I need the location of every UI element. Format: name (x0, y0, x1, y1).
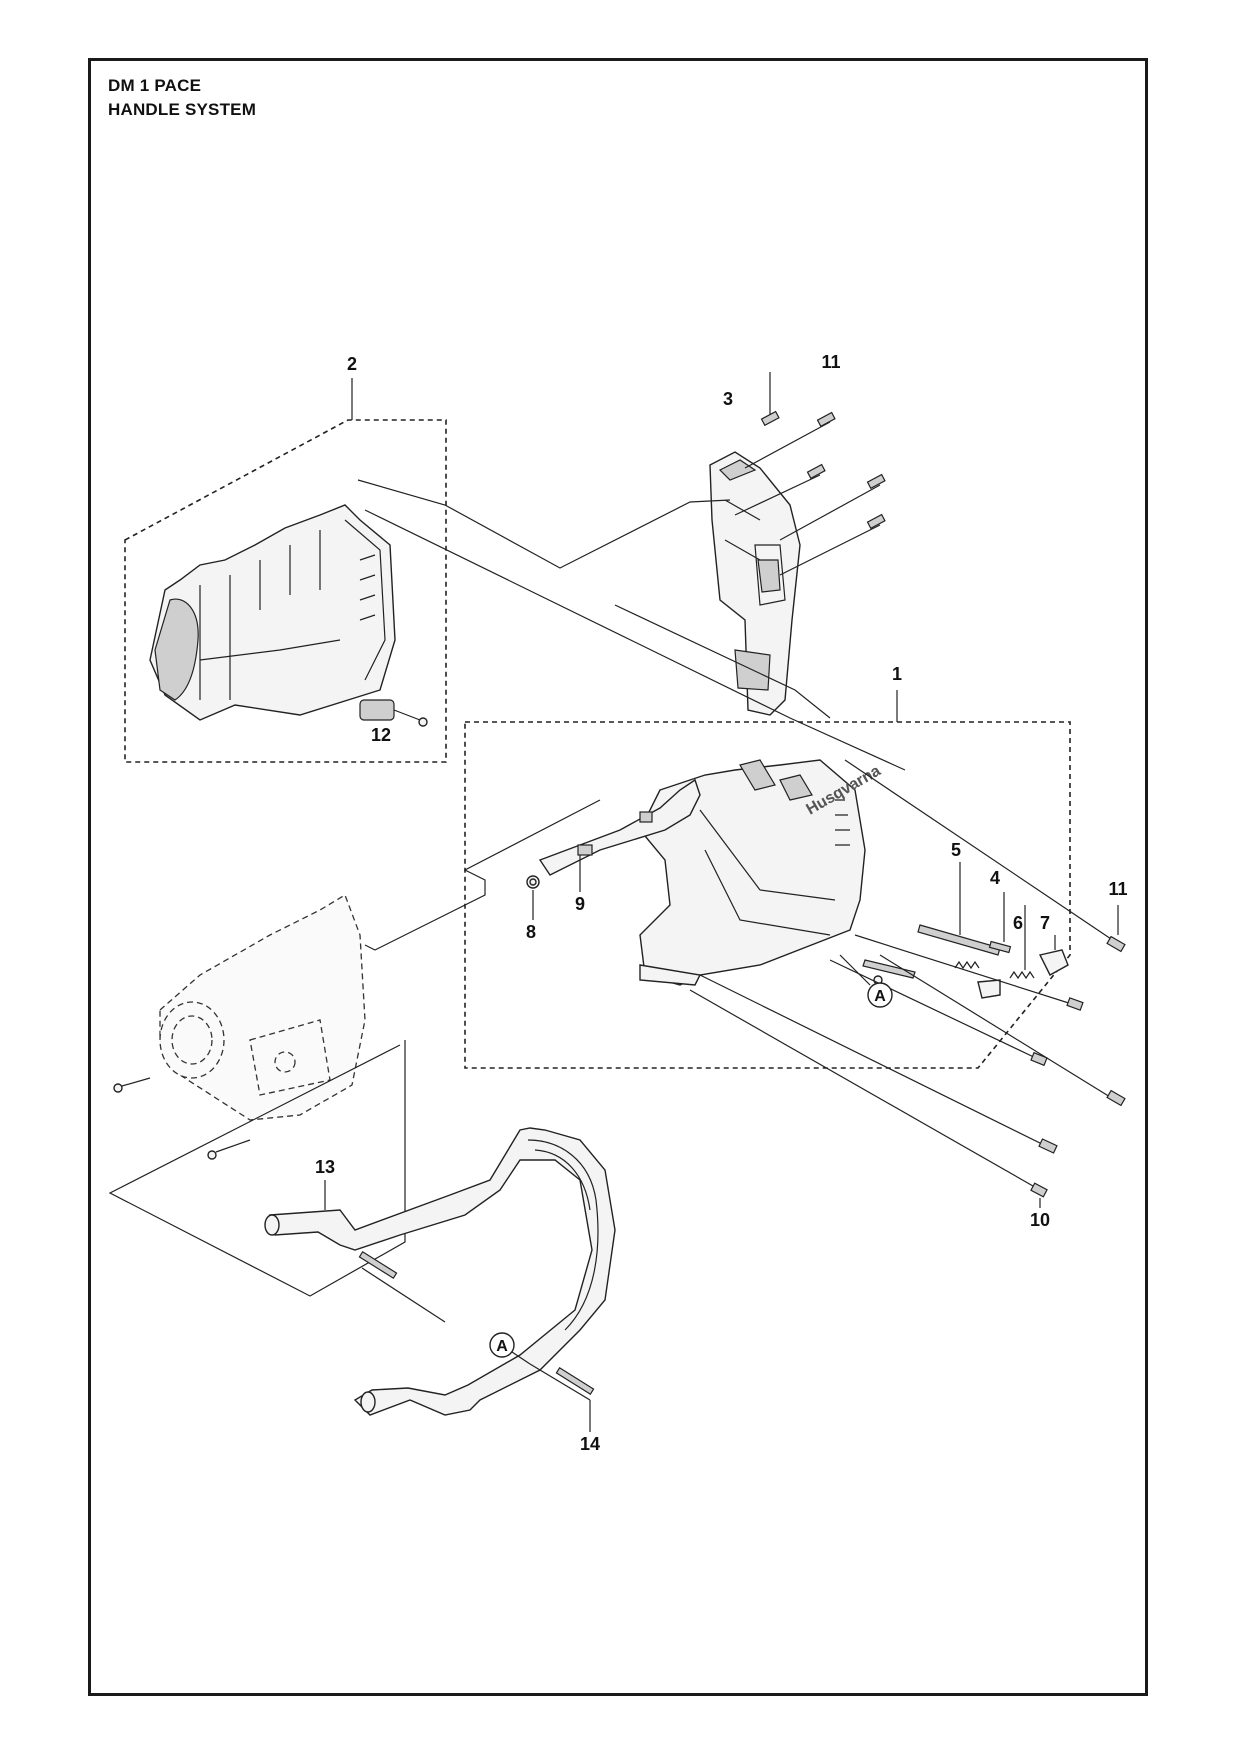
leader-connectors (357, 479, 906, 771)
callout-12: 12 (371, 725, 391, 745)
part-1-handle-body: Husqvarna (639, 759, 884, 986)
section-title: HANDLE SYSTEM (108, 100, 257, 119)
svg-text:A: A (496, 1338, 508, 1355)
callout-11-top: 11 (821, 352, 840, 372)
callout-14: 14 (580, 1434, 600, 1454)
callout-7: 7 (1040, 913, 1050, 933)
callout-6: 6 (1013, 913, 1023, 933)
callout-13: 13 (315, 1157, 335, 1177)
part-13-bumper (264, 1127, 616, 1416)
callout-4: 4 (990, 868, 1000, 888)
callout-2: 2 (347, 354, 357, 374)
callout-10: 10 (1030, 1210, 1050, 1230)
callout-8: 8 (526, 922, 536, 942)
leader-connectors-lower (108, 799, 601, 1297)
callout-11-right: 11 (1108, 879, 1127, 899)
engine-housing-ghost (113, 894, 366, 1160)
callout-3: 3 (723, 389, 733, 409)
part-4-pin (988, 892, 1012, 954)
svg-text:A: A (874, 988, 886, 1005)
part-13-screw (358, 1251, 446, 1323)
callout-5: 5 (951, 840, 961, 860)
model-title: DM 1 PACE (108, 76, 202, 95)
title-block: DM 1 PACE HANDLE SYSTEM (108, 74, 256, 122)
callout-9: 9 (575, 894, 585, 914)
part-2-housing (149, 504, 428, 727)
part-9-trigger (538, 778, 701, 892)
part-8-spring (526, 875, 540, 920)
reference-a-upper: A (839, 954, 893, 1008)
callout-1: 1 (892, 664, 902, 684)
group-1-box (464, 690, 1071, 1069)
part-10-11-screws (689, 759, 1126, 1208)
reference-a-lower: A (489, 1332, 531, 1365)
part-7-latch (1038, 935, 1069, 976)
part-11-screws-top (734, 372, 886, 576)
part-5-rod (917, 862, 1001, 956)
part-6-spring (1009, 905, 1035, 980)
drawing-frame (88, 58, 1148, 1696)
part-14-screw (529, 1363, 595, 1432)
part-3-cover (709, 451, 801, 716)
group-2-box (124, 378, 447, 763)
